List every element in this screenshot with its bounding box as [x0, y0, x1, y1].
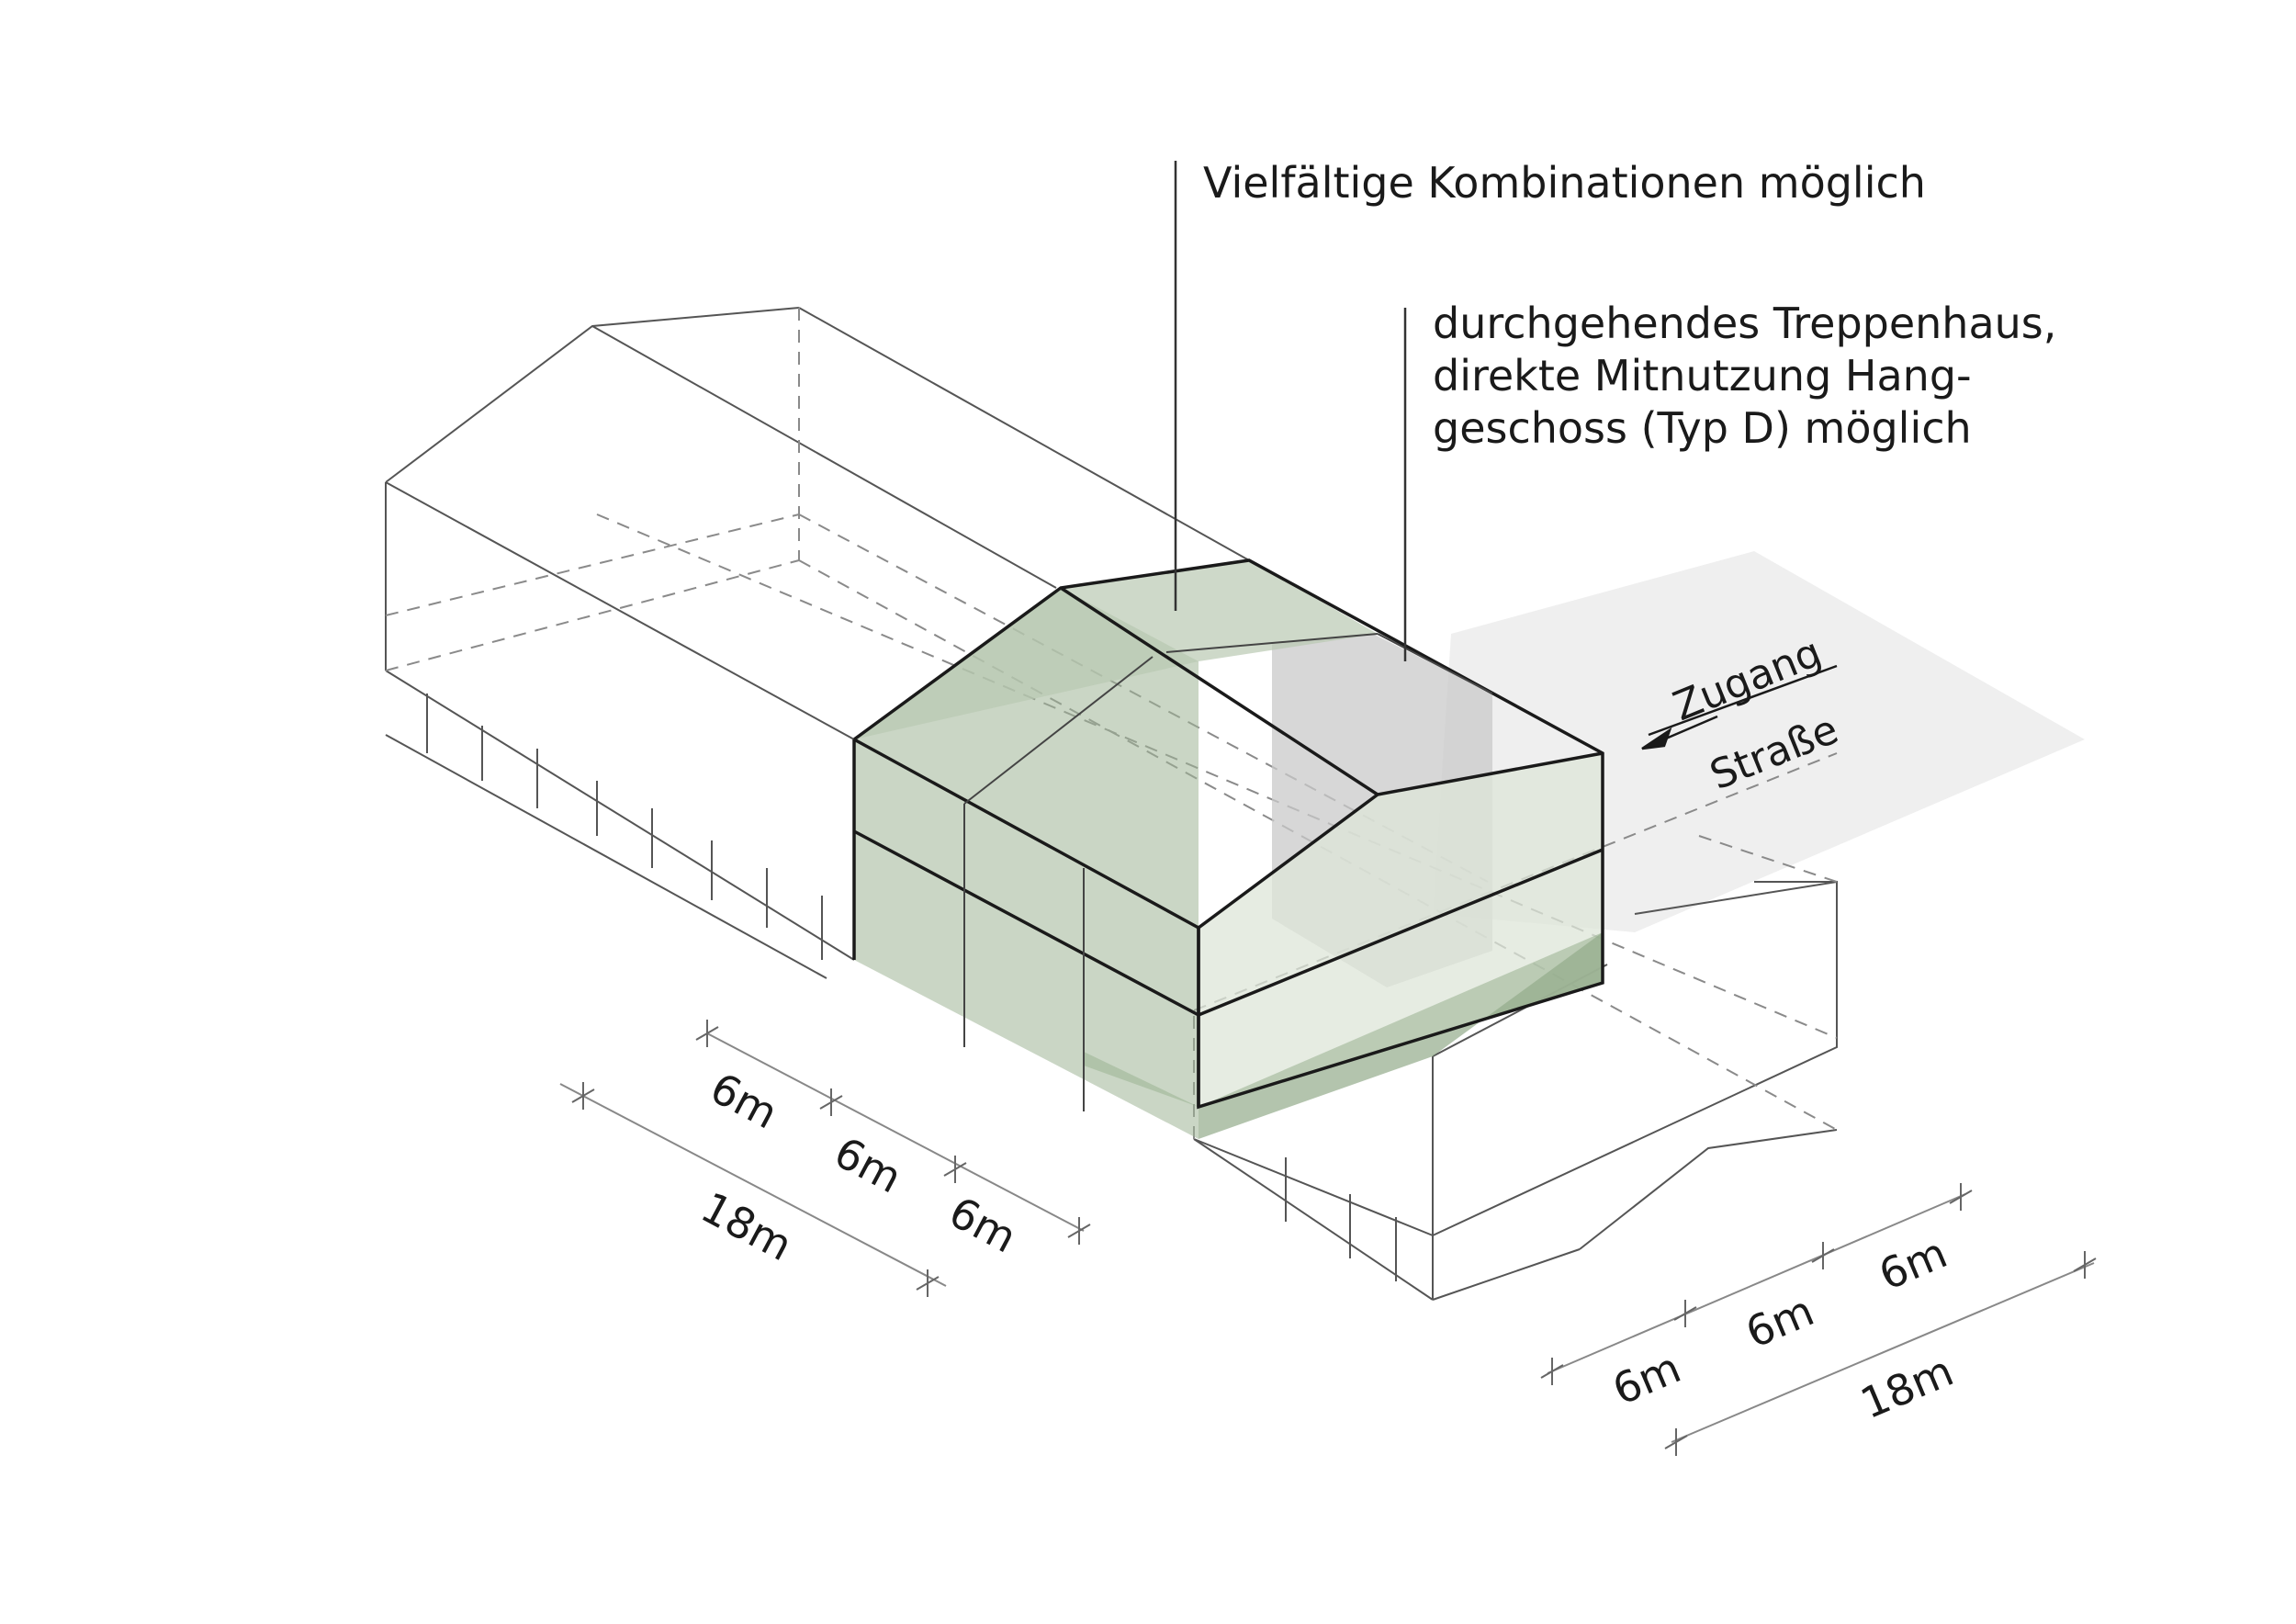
dimension-chain-right — [1540, 1183, 2097, 1456]
dimension-right-segment-3: 6m — [1872, 1227, 1953, 1300]
dimension-right-segment-2: 6m — [1739, 1285, 1820, 1358]
green-module — [852, 558, 1604, 1139]
annotation-staircase-line-3: geschoss (Typ D) möglich — [1433, 403, 1972, 453]
annotation-staircase-line-2: direkte Mitnutzung Hang- — [1433, 351, 1972, 400]
building-envelope — [385, 307, 1838, 1301]
dimension-left-segment-1: 6m — [703, 1063, 786, 1138]
access-arrow — [1641, 664, 1838, 750]
dimension-chain-left — [559, 1020, 1091, 1297]
dimension-left-segment-3: 6m — [941, 1187, 1025, 1262]
dimension-left-total: 18m — [693, 1182, 801, 1270]
annotation-staircase-line-1: durchgehendes Treppenhaus, — [1433, 299, 2056, 348]
annotation-combinations: Vielfältige Kombinationen möglich — [1203, 158, 1926, 208]
dimension-right-segment-1: 6m — [1605, 1342, 1687, 1415]
dimension-left-segment-2: 6m — [827, 1127, 910, 1202]
